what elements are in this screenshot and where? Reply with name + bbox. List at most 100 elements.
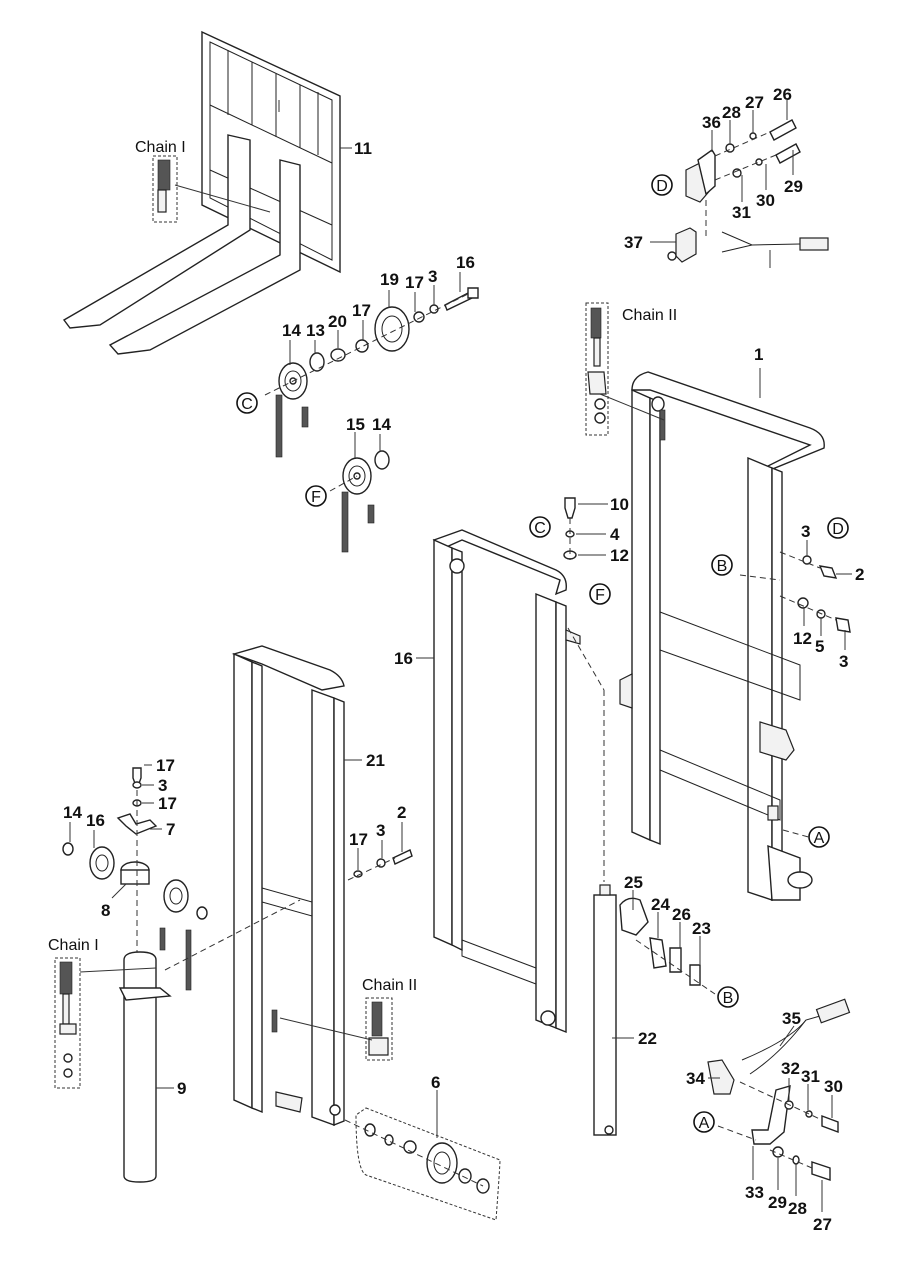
callout-17-middle: 17: [349, 830, 368, 849]
callout-30-lower: 31: [801, 1067, 820, 1086]
callout-13-lower: 14: [63, 803, 82, 822]
callout-26-lower: 27: [813, 1215, 832, 1234]
callout-31-lower: 32: [781, 1059, 800, 1078]
inner-mast-hardware: [563, 497, 608, 560]
marker-c-upper: C: [236, 392, 258, 414]
callout-34: 35: [782, 1009, 801, 1028]
callout-3-upper: 3: [428, 267, 437, 286]
free-lift-cylinder: [593, 884, 634, 1136]
marker-a-outer: A: [808, 826, 830, 848]
callout-4: 3: [839, 652, 848, 671]
marker-d-upper: D: [651, 174, 673, 196]
callout-18: 19: [380, 270, 399, 289]
detail-labels: Chain I Chain II Chain I Chain II: [48, 139, 677, 994]
callout-5-inner: 4: [610, 525, 620, 544]
svg-text:F: F: [595, 587, 605, 604]
callout-11: 11: [354, 139, 372, 158]
chain-1-detail-top: [152, 155, 271, 223]
sensor-bracket-group-d: [667, 119, 829, 263]
callout-7: 7: [166, 820, 175, 839]
svg-text:B: B: [723, 990, 734, 1007]
sensor-bracket-group-a: [707, 998, 851, 1181]
marker-a-bracket: A: [693, 1111, 715, 1133]
callout-6: 6: [431, 1073, 440, 1092]
callout-26-upper: 26: [773, 85, 792, 104]
outer-mast: [619, 368, 825, 902]
callout-17-upper-a: 17: [405, 273, 424, 292]
reference-markers: C F D C F B D A B A: [236, 174, 849, 1133]
callout-3-outer: 3: [801, 522, 810, 541]
fork-carriage: [62, 30, 352, 355]
chain-1-label-bottom: Chain I: [48, 937, 99, 954]
pulley-assembly-f: [329, 450, 390, 553]
svg-text:D: D: [656, 178, 668, 195]
callout-30-upper: 30: [756, 191, 775, 210]
callout-27-upper: 27: [745, 93, 764, 112]
marker-c-inner: C: [529, 516, 551, 538]
chain-2-label-top: Chain II: [622, 307, 677, 324]
svg-text:B: B: [717, 558, 728, 575]
chain-1-detail-bottom: [54, 957, 157, 1089]
callout-19: 20: [328, 312, 347, 331]
middle-mast-hardware: [347, 849, 413, 881]
callout-25: 26: [672, 905, 691, 924]
callout-31-upper: 31: [732, 203, 751, 222]
callout-5-outer: 5: [815, 637, 824, 656]
callout-22: 23: [692, 919, 711, 938]
outer-mast-hardware: [739, 551, 851, 839]
callout-9: 9: [177, 1079, 186, 1098]
marker-f-inner: F: [589, 583, 611, 605]
callout-17-lower: 17: [158, 794, 177, 813]
callout-29-upper: 29: [784, 177, 803, 196]
callout-15: 16: [394, 649, 413, 668]
callout-27-lower: 28: [788, 1199, 807, 1218]
callout-28-lower: 29: [768, 1193, 787, 1212]
callout-13-f: 14: [372, 415, 391, 434]
callout-35: 36: [702, 113, 721, 132]
callout-3-lower: 3: [158, 776, 167, 795]
callout-33: 34: [686, 1069, 705, 1088]
svg-text:D: D: [832, 521, 844, 538]
callout-14-upper: 14: [282, 321, 301, 340]
pulley-assembly-upper: [264, 287, 479, 458]
callout-2-middle: 2: [397, 803, 406, 822]
inner-mast: [416, 529, 605, 1034]
callout-20: 21: [366, 751, 385, 770]
callout-36: 37: [624, 233, 643, 252]
callout-1: 1: [754, 345, 763, 364]
marker-b-outer: B: [711, 554, 733, 576]
callout-12-inner: 12: [610, 546, 629, 565]
sensor-plate-group-b: [619, 897, 716, 995]
chain-1-label-top: Chain I: [135, 139, 186, 156]
callout-3-middle: 3: [376, 821, 385, 840]
callout-13-upper: 13: [306, 321, 325, 340]
callout-21: 22: [638, 1029, 657, 1048]
callout-8: 8: [101, 901, 110, 920]
callout-10: 10: [610, 495, 629, 514]
middle-mast: [231, 645, 362, 1127]
lift-cylinder-group: [62, 767, 301, 1183]
callout-12-outer: 12: [793, 629, 812, 648]
svg-text:A: A: [699, 1115, 710, 1132]
chain-2-detail-bottom: [279, 997, 393, 1061]
callout-23: 24: [651, 895, 670, 914]
callout-29-lower: 30: [824, 1077, 843, 1096]
leader-lines: [69, 100, 852, 1212]
callout-14-f: 15: [346, 415, 365, 434]
svg-text:C: C: [534, 520, 546, 537]
callout-16-upper: 16: [456, 253, 475, 272]
callout-24: 25: [624, 873, 643, 892]
chain-2-detail-top: [585, 302, 665, 436]
part-callouts: 11 16 3 17 19 17 20 13 14 15 14 26 27 28…: [63, 85, 864, 1234]
marker-b-plates: B: [717, 986, 739, 1008]
callout-32: 33: [745, 1183, 764, 1202]
svg-text:A: A: [814, 830, 825, 847]
svg-text:F: F: [311, 489, 321, 506]
callout-17-upper-b: 17: [352, 301, 371, 320]
roller-kit: [344, 1090, 501, 1221]
callout-28-upper: 28: [722, 103, 741, 122]
callout-16-lower: 17: [156, 756, 175, 775]
callout-2-outer: 2: [855, 565, 864, 584]
marker-f-upper: F: [305, 485, 327, 507]
